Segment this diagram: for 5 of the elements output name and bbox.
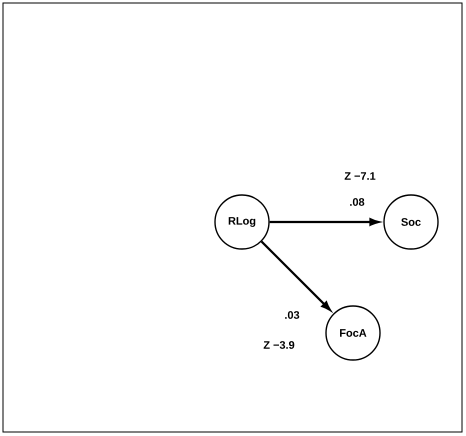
z-score-label: Z −7.1 bbox=[344, 172, 376, 180]
z-score-label: Z −3.9 bbox=[264, 341, 294, 349]
arrow bbox=[260, 240, 331, 311]
edge-label: .08 bbox=[350, 198, 364, 206]
edge-label: .03 bbox=[285, 311, 300, 319]
